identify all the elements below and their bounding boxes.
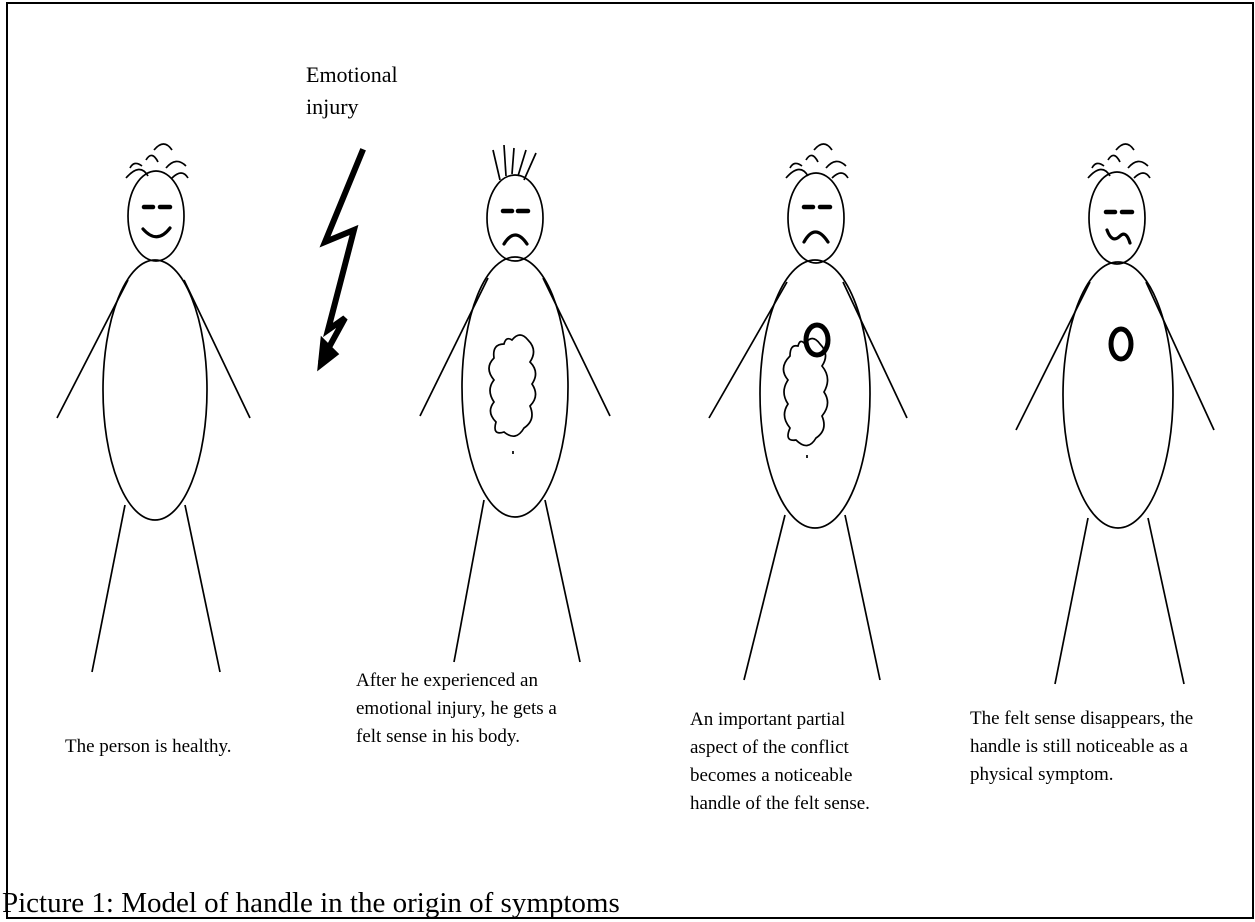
right-leg xyxy=(545,500,580,662)
hair xyxy=(126,144,188,178)
left-arm xyxy=(420,278,488,416)
left-arm xyxy=(1016,282,1090,430)
head xyxy=(128,171,184,261)
panel-1-caption: The person is healthy. xyxy=(65,733,232,761)
smile-mouth xyxy=(143,228,170,237)
lightning-bolt-icon xyxy=(319,152,362,368)
figure-healthy xyxy=(57,144,250,672)
left-leg xyxy=(744,515,785,680)
right-arm xyxy=(543,278,610,416)
right-arm xyxy=(184,280,250,418)
figure-handle xyxy=(709,144,907,680)
head xyxy=(788,173,844,263)
panel-2-caption: After he experienced an emotional injury… xyxy=(356,667,557,751)
left-arm xyxy=(57,280,128,418)
wavy-mouth xyxy=(1107,230,1130,243)
left-leg xyxy=(1055,518,1088,684)
figure-symptom xyxy=(1016,144,1214,684)
right-leg xyxy=(845,515,880,680)
left-arm xyxy=(709,282,787,418)
left-leg xyxy=(454,500,484,662)
right-leg xyxy=(1148,518,1184,684)
head xyxy=(1089,172,1145,264)
right-arm xyxy=(1146,282,1214,430)
frown-mouth xyxy=(504,235,527,244)
head xyxy=(487,175,543,261)
frown-mouth xyxy=(804,232,828,242)
felt-sense-cloud xyxy=(489,335,536,436)
figure-caption: Picture 1: Model of handle in the origin… xyxy=(2,886,620,920)
figure-injured xyxy=(420,145,610,662)
emotional-injury-label: Emotional injury xyxy=(306,59,398,123)
handle-ring xyxy=(1111,329,1131,359)
panel-4-caption: The felt sense disappears, the handle is… xyxy=(970,705,1193,789)
panel-3-caption: An important partial aspect of the confl… xyxy=(690,706,870,818)
left-leg xyxy=(92,505,125,672)
right-arm xyxy=(843,282,907,418)
right-leg xyxy=(185,505,220,672)
